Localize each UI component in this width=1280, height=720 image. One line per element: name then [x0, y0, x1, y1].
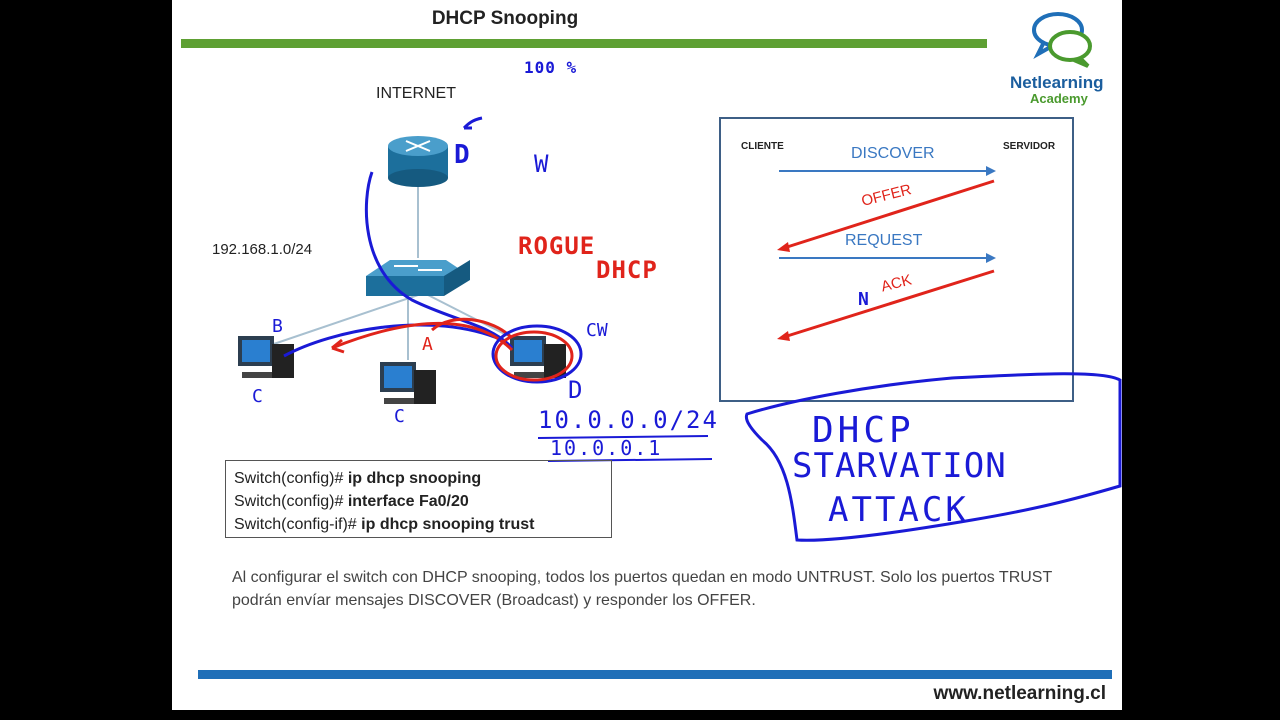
- ink-attack-line3: ATTACK: [828, 490, 969, 530]
- cli-line-2: Switch(config)# interface Fa0/20: [234, 493, 469, 510]
- ink-network-note: 10.0.0.0/24: [538, 406, 719, 434]
- discover-arrow: [779, 166, 996, 176]
- ink-b-mark: B: [272, 316, 283, 337]
- brand-name: Netlearning: [1010, 73, 1104, 92]
- description-text: Al configurar el switch con DHCP snoopin…: [232, 569, 1052, 609]
- discover-label: DISCOVER: [851, 145, 935, 162]
- ink-circle-rogue-red: [494, 330, 574, 382]
- request-label: REQUEST: [845, 232, 923, 249]
- pc-b-icon: [238, 336, 294, 378]
- dhcp-exchange-box: CLIENTE SERVIDOR DISCOVER OFFER REQUEST …: [719, 117, 1074, 402]
- pc-a-icon: [380, 362, 436, 404]
- cli-line-1: Switch(config)# ip dhcp snooping: [234, 470, 482, 487]
- ink-nack-prefix: N: [858, 289, 869, 310]
- ack-arrow: [777, 269, 995, 341]
- network-diagram: [238, 116, 1122, 542]
- brand-subtitle: Academy: [1030, 91, 1088, 106]
- offer-arrow: [777, 179, 995, 252]
- ink-attack-line2: STARVATION: [792, 446, 1007, 486]
- switch-icon: [366, 260, 470, 296]
- ink-red-offer-b: [331, 321, 514, 352]
- cli-line-3: Switch(config-if)# ip dhcp snooping trus…: [234, 516, 535, 533]
- subnet-label: 192.168.1.0/24: [212, 241, 313, 258]
- switch-pc1-link: [261, 294, 419, 349]
- ink-circle-rogue-blue: [491, 324, 583, 384]
- cli-commands-box: Switch(config)# ip dhcp snooping Switch(…: [225, 460, 612, 538]
- ink-attack-line1: DHCP: [812, 410, 915, 451]
- internet-label: INTERNET: [376, 85, 456, 102]
- router-icon: [388, 136, 448, 187]
- ink-red-offer-a: [430, 317, 514, 340]
- ink-attack-outline: [744, 372, 1122, 542]
- ink-d-router: D: [454, 140, 470, 170]
- ink-c2-mark: C: [394, 406, 405, 427]
- ink-c1-mark: C: [252, 386, 263, 407]
- client-label: CLIENTE: [741, 141, 784, 152]
- ink-d-rogue: D: [568, 376, 583, 404]
- slide-title: DHCP Snooping: [431, 8, 579, 29]
- website-url: www.netlearning.cl: [933, 683, 1106, 704]
- ink-router-to-rogue-path: [364, 171, 514, 350]
- slide: DHCP Snooping Netlearning Academy INTERN…: [172, 0, 1122, 710]
- ink-cw-mark: CW: [586, 320, 608, 341]
- ink-host-note: 10.0.0.1: [550, 436, 663, 460]
- footer-bar: [198, 670, 1112, 679]
- ink-rogue-line1: ROGUE: [518, 232, 596, 260]
- server-label: SERVIDOR: [1003, 141, 1056, 152]
- ink-w-mark: W: [534, 150, 549, 178]
- ink-blue-link-b: [283, 323, 503, 358]
- ink-a-mark: A: [422, 334, 433, 355]
- title-underline: [181, 39, 987, 48]
- ink-arrow-router: [462, 116, 483, 130]
- chat-bubbles-logo-icon: [1032, 12, 1092, 68]
- pc-rogue-icon: [510, 336, 566, 378]
- ink-rogue-line2: DHCP: [596, 256, 658, 284]
- request-arrow: [779, 253, 996, 263]
- ink-underline-network: [537, 435, 709, 439]
- ink-percent-note: 100 %: [524, 58, 578, 77]
